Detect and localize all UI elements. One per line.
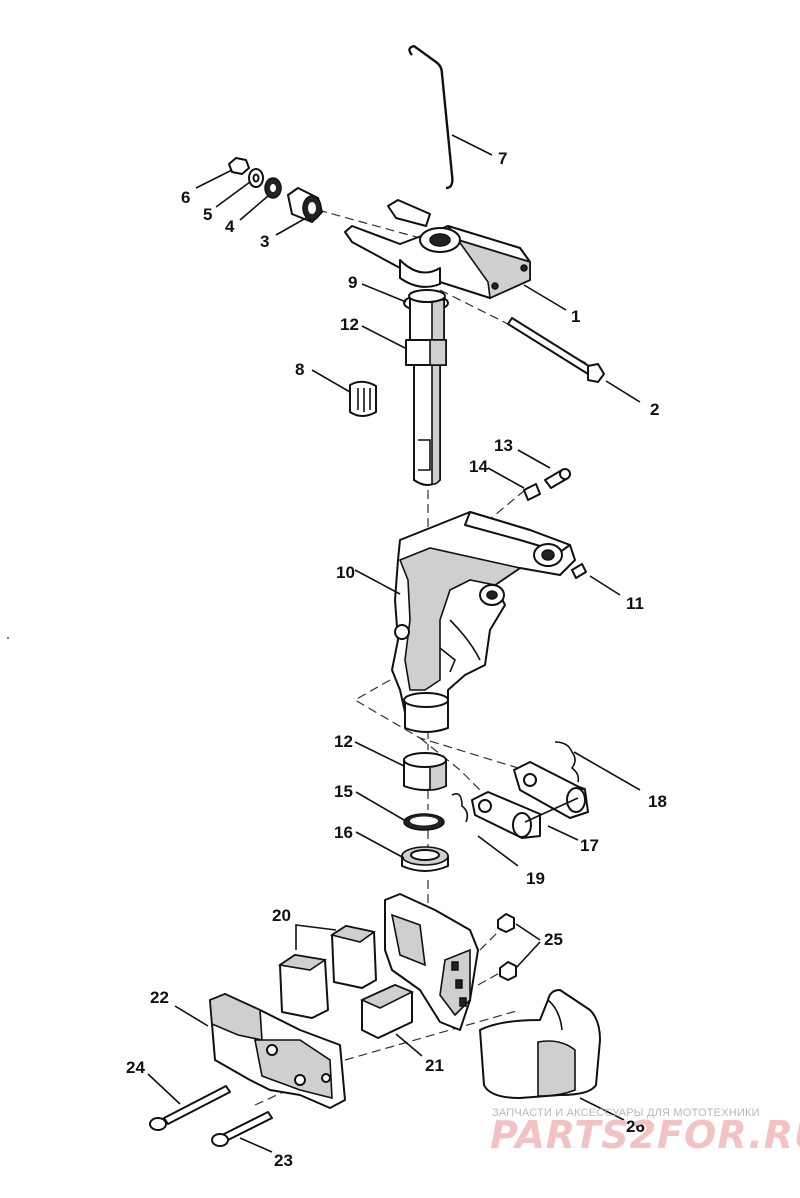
label-24: 24 xyxy=(126,1058,145,1077)
label-15: 15 xyxy=(334,782,353,801)
label-12-lower: 12 xyxy=(334,732,353,751)
label-20: 20 xyxy=(272,906,291,925)
screw-11 xyxy=(571,563,587,579)
label-2: 2 xyxy=(650,400,659,419)
label-8: 8 xyxy=(295,360,304,379)
label-12-upper: 12 xyxy=(340,315,359,334)
label-21: 21 xyxy=(425,1056,444,1075)
label-4: 4 xyxy=(225,217,235,236)
long-bolt-part xyxy=(507,317,605,383)
block-21-part xyxy=(360,984,414,1039)
bolt-24-23-parts xyxy=(149,1085,273,1147)
label-5: 5 xyxy=(203,205,212,224)
o-ring-part xyxy=(403,813,445,831)
lower-bushing-part xyxy=(403,752,447,791)
watermark-caption: ЗАПЧАСТИ И АКСЕССУАРЫ ДЛЯ МОТОТЕХНИКИ xyxy=(492,1107,760,1119)
nut-25-parts xyxy=(497,913,517,981)
callout-labels: 1 2 3 4 5 6 7 8 9 10 11 12 12 13 14 15 1… xyxy=(126,149,667,1170)
label-14: 14 xyxy=(469,457,488,476)
label-26: 26 xyxy=(626,1117,645,1136)
label-19: 19 xyxy=(526,869,545,888)
pad-parts xyxy=(277,925,377,1019)
wire-rod-part xyxy=(408,44,454,190)
label-22: 22 xyxy=(150,988,169,1007)
clip-part xyxy=(349,380,377,417)
label-18: 18 xyxy=(648,792,667,811)
label-6: 6 xyxy=(181,188,190,207)
label-11: 11 xyxy=(626,594,644,613)
clamp-bracket-part xyxy=(384,893,479,1031)
label-16: 16 xyxy=(334,823,353,842)
screw-13-14 xyxy=(523,468,571,501)
label-1: 1 xyxy=(571,307,580,326)
nut-washer-stack xyxy=(228,157,323,223)
label-25: 25 xyxy=(544,930,563,949)
clamp-frame-part xyxy=(209,993,346,1109)
lock-lever-assembly xyxy=(451,741,589,839)
label-23: 23 xyxy=(274,1151,293,1170)
leader-lines xyxy=(147,134,641,1153)
seal-part xyxy=(401,846,449,872)
watermark: ЗАПЧАСТИ И АКСЕССУАРЫ ДЛЯ МОТОТЕХНИКИ PA… xyxy=(490,1107,800,1157)
stray-dot xyxy=(7,637,9,639)
watermark-brand: PARTS2FOR.RU xyxy=(490,1113,800,1157)
label-9: 9 xyxy=(348,273,357,292)
steering-shaft-part xyxy=(405,289,447,486)
swivel-bracket-part xyxy=(391,511,576,733)
cover-26-part xyxy=(479,989,601,1099)
label-17: 17 xyxy=(580,836,599,855)
label-7: 7 xyxy=(498,149,507,168)
steering-arm-part xyxy=(344,199,531,300)
label-13: 13 xyxy=(494,436,513,455)
label-10: 10 xyxy=(336,563,355,582)
label-3: 3 xyxy=(260,232,269,251)
